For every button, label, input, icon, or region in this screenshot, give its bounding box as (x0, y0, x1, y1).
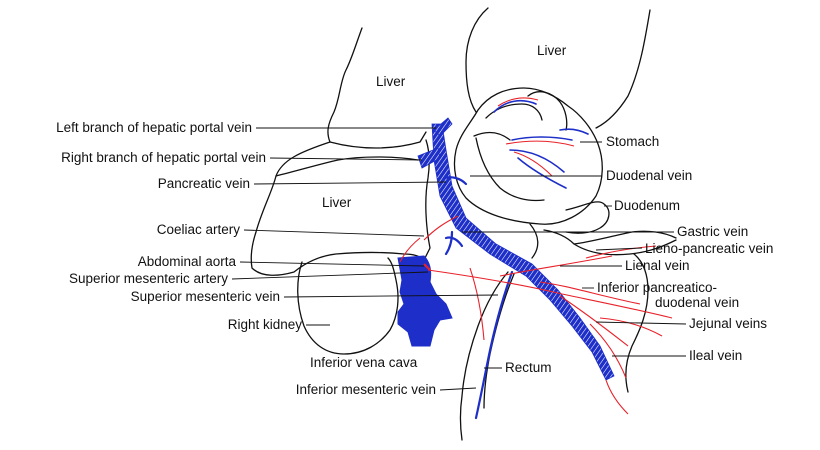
superior-mesenteric-artery-line (427, 269, 673, 319)
liver-center-outline (250, 139, 431, 276)
leader-coeliac (243, 229, 425, 237)
duodenal-vein-branch (517, 157, 567, 189)
abdominal-aorta (423, 263, 431, 271)
label-right-branch-hepatic-portal-vein: Right branch of hepatic portal vein (61, 150, 266, 165)
label-rectum: Rectum (505, 360, 552, 375)
leader-jejunal (595, 321, 687, 325)
hepatic-portal-vein-left-branch (433, 117, 453, 137)
hepatic-portal-vein-right-branch (417, 147, 441, 169)
leader-pancreatic (253, 181, 447, 185)
label-duodenal-vein: Duodenal vein (606, 168, 692, 183)
stomach-inner (473, 131, 511, 141)
label-jejunal-veins: Jejunal veins (689, 316, 767, 331)
intestine-outline (625, 253, 649, 393)
liver-center-inner (275, 156, 419, 177)
artery-branch-7 (585, 245, 657, 259)
artery-bilateral (399, 237, 421, 263)
artery-stomach-3 (505, 140, 575, 147)
leader-sup-mesenteric-vein (283, 294, 499, 298)
stomach-vein-2 (509, 149, 565, 173)
stomach-vein-4 (559, 128, 589, 135)
label-left-branch-hepatic-portal-vein: Left branch of hepatic portal vein (56, 120, 252, 135)
label-lieno-pancreatic-vein: Lieno-pancreatic vein (645, 241, 773, 256)
coeliac-artery-line (423, 215, 459, 241)
label-liver-top: Liver (376, 74, 406, 89)
label-stomach: Stomach (606, 134, 659, 149)
artery-branch-1 (499, 255, 613, 277)
artery-branch-3 (559, 295, 629, 347)
artery-stomach-2 (497, 97, 539, 107)
label-coeliac-artery: Coeliac artery (157, 222, 241, 237)
label-ileal-vein: Ileal vein (689, 348, 742, 363)
rectum-inner (483, 273, 515, 409)
liver-right-lobe-outline (465, 7, 489, 113)
hepatic-portal-vein-trunk (431, 123, 615, 381)
leader-abdominal-aorta (239, 261, 425, 267)
stomach-vein-1 (493, 99, 537, 113)
label-inferior-vena-cava: Inferior vena cava (310, 355, 418, 370)
stomach-outline (453, 87, 603, 225)
label-abdominal-aorta: Abdominal aorta (138, 254, 237, 269)
leader-inf-mesenteric-vein (439, 387, 477, 391)
right-kidney-outline (297, 257, 399, 355)
inferior-vena-cava-shape (397, 255, 453, 347)
coeliac-vein-branch-2 (444, 230, 454, 256)
stomach-vein-3 (511, 136, 573, 141)
artery-branch-5 (599, 317, 663, 337)
label-gastric-vein: Gastric vein (677, 224, 748, 239)
label-duodenum: Duodenum (614, 198, 680, 213)
artery-branch-8 (469, 267, 485, 341)
artery-branch-6 (605, 379, 629, 415)
artery-branch-2 (539, 281, 641, 305)
label-superior-mesenteric-artery: Superior mesenteric artery (69, 271, 228, 286)
label-lienal-vein: Lienal vein (625, 258, 690, 273)
leader-sup-mesenteric-artery (231, 271, 429, 280)
inferior-mesenteric-vein (474, 270, 514, 420)
duodenum-outline (565, 201, 610, 234)
label-inferior-pancreatico-line2: duodenal vein (655, 295, 739, 310)
liver-right-lobe-edge (595, 9, 651, 129)
leader-lieno-pancreatic (595, 247, 643, 251)
label-liver-right: Liver (537, 43, 567, 58)
pancreatic-vein-branch (442, 176, 468, 186)
label-inferior-mesenteric-vein: Inferior mesenteric vein (296, 382, 436, 397)
artery-stomach-1 (513, 151, 553, 177)
label-liver-center: Liver (322, 195, 352, 210)
label-inferior-pancreatico-line1: Inferior pancreatico- (597, 280, 717, 295)
label-pancreatic-vein: Pancreatic vein (158, 176, 250, 191)
stomach-fold-3 (475, 137, 545, 202)
rectum-outline (459, 271, 509, 441)
coeliac-vein-branch-1 (444, 236, 464, 248)
leader-right-branch (269, 157, 423, 161)
label-superior-mesenteric-vein: Superior mesenteric vein (131, 289, 280, 304)
artery-branch-4 (589, 323, 627, 379)
label-right-kidney: Right kidney (228, 317, 303, 332)
stomach-fold-2 (527, 91, 568, 131)
